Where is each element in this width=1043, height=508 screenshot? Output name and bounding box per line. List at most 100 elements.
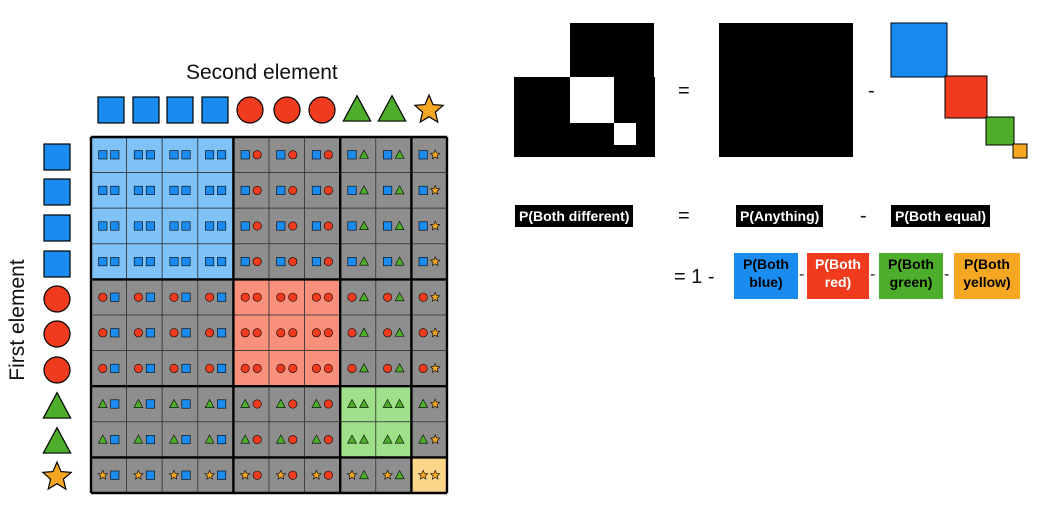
cell-second-green-triangle-icon (359, 398, 369, 408)
cell-first-blue-square-icon (418, 221, 428, 231)
cell-first-green-triangle-icon (275, 398, 286, 408)
p-both-red-line2: red) (824, 274, 852, 290)
cell-second-blue-square-icon (110, 399, 120, 409)
p-anything-label: P(Anything) (736, 205, 824, 227)
matrix-cell (126, 207, 163, 245)
cell-first-green-triangle-icon (97, 398, 108, 408)
p-both-green-box: P(Both green) (879, 253, 943, 299)
matrix-cell (161, 314, 199, 351)
first-element-blue-square-icon (43, 178, 71, 206)
first-element-blue-square-icon (43, 143, 71, 171)
minus-sign-green-yellow: - (944, 266, 950, 283)
matrix-cell (197, 421, 234, 458)
matrix-cell (232, 172, 270, 209)
matrix-cell (304, 421, 341, 458)
matrix-cell (375, 136, 412, 173)
matrix-cell (304, 243, 341, 280)
cell-second-orange-star-icon (429, 434, 441, 445)
cell-second-green-triangle-icon (394, 220, 405, 230)
cell-second-red-circle-icon (252, 328, 262, 338)
cell-first-blue-square-icon (418, 257, 428, 267)
anything-block (719, 23, 853, 157)
cell-first-orange-star-icon (97, 469, 109, 480)
cell-second-red-circle-icon (323, 470, 333, 480)
cell-second-red-circle-icon (288, 470, 298, 480)
cell-second-red-circle-icon (252, 221, 262, 231)
cell-first-orange-star-icon (346, 469, 358, 480)
cell-first-blue-square-icon (98, 185, 108, 195)
p-both-different-label: P(Both different) (515, 205, 634, 227)
cell-first-blue-square-icon (240, 150, 250, 160)
first-element-green-triangle-icon (42, 426, 72, 454)
cell-second-red-circle-icon (288, 185, 298, 195)
matrix-cell (197, 385, 234, 423)
cell-first-green-triangle-icon (133, 398, 144, 408)
cell-first-blue-square-icon (347, 150, 357, 160)
matrix-cell (304, 136, 341, 173)
cell-second-blue-square-icon (181, 221, 191, 231)
cell-second-blue-square-icon (181, 363, 191, 373)
cell-first-blue-square-icon (133, 185, 143, 195)
matrix-cell (268, 172, 305, 209)
matrix-cell (375, 421, 412, 458)
cell-first-blue-square-icon (311, 185, 321, 195)
cell-second-green-triangle-icon (394, 469, 405, 480)
cell-second-blue-square-icon (145, 292, 155, 302)
cell-second-blue-square-icon (145, 328, 155, 338)
cell-first-orange-star-icon (239, 469, 251, 480)
cell-second-red-circle-icon (323, 150, 333, 160)
cell-first-blue-square-icon (276, 150, 286, 160)
cell-second-red-circle-icon (323, 363, 333, 373)
matrix-cell (339, 421, 377, 458)
cell-second-red-circle-icon (288, 150, 298, 160)
cell-first-red-circle-icon (418, 363, 428, 373)
cell-second-red-circle-icon (252, 150, 262, 160)
cell-first-red-circle-icon (169, 292, 179, 302)
matrix-cell (304, 172, 341, 209)
cell-second-blue-square-icon (217, 292, 227, 302)
cell-second-blue-square-icon (217, 363, 227, 373)
cell-first-blue-square-icon (418, 150, 428, 160)
first-element-red-circle-icon (43, 285, 71, 313)
cell-second-blue-square-icon (110, 328, 120, 338)
matrix-cell (339, 314, 377, 351)
cell-second-green-triangle-icon (394, 256, 405, 266)
cell-second-green-triangle-icon (394, 434, 405, 444)
cell-second-blue-square-icon (110, 363, 120, 373)
cell-second-red-circle-icon (288, 221, 298, 231)
cell-first-orange-star-icon (417, 469, 429, 480)
matrix-cell (161, 385, 199, 423)
cell-first-red-circle-icon (383, 328, 393, 338)
cell-second-green-triangle-icon (394, 185, 405, 195)
matrix-cell (304, 385, 341, 423)
cell-first-red-circle-icon (133, 328, 143, 338)
cell-second-blue-square-icon (181, 470, 191, 480)
matrix-cell (304, 207, 341, 245)
matrix-cell (126, 421, 163, 458)
cell-first-red-circle-icon (98, 292, 108, 302)
cell-second-blue-square-icon (181, 185, 191, 195)
cell-second-red-circle-icon (252, 292, 262, 302)
cell-second-orange-star-icon (429, 469, 441, 480)
cell-first-red-circle-icon (240, 363, 250, 373)
cell-first-blue-square-icon (169, 185, 179, 195)
cell-second-red-circle-icon (252, 257, 262, 267)
matrix-cell (126, 243, 163, 280)
equals-sign: = (678, 205, 690, 227)
minus-sign: - (860, 205, 867, 227)
matrix-cell (375, 278, 412, 316)
matrix-cell (161, 207, 199, 245)
matrix-cell (90, 421, 127, 458)
cell-second-red-circle-icon (323, 435, 333, 445)
cell-first-green-triangle-icon (382, 434, 393, 444)
one-minus-text: = 1 - (674, 266, 715, 288)
cell-first-blue-square-icon (276, 221, 286, 231)
second-element-red-circle-icon (273, 96, 301, 124)
p-both-equal-label: P(Both equal) (891, 205, 990, 227)
matrix-cell (375, 314, 412, 351)
p-both-yellow-box: P(Both yellow) (954, 253, 1020, 299)
cell-first-red-circle-icon (383, 292, 393, 302)
cell-first-blue-square-icon (383, 150, 393, 160)
cell-second-green-triangle-icon (394, 327, 405, 337)
matrix-cell (304, 278, 341, 316)
